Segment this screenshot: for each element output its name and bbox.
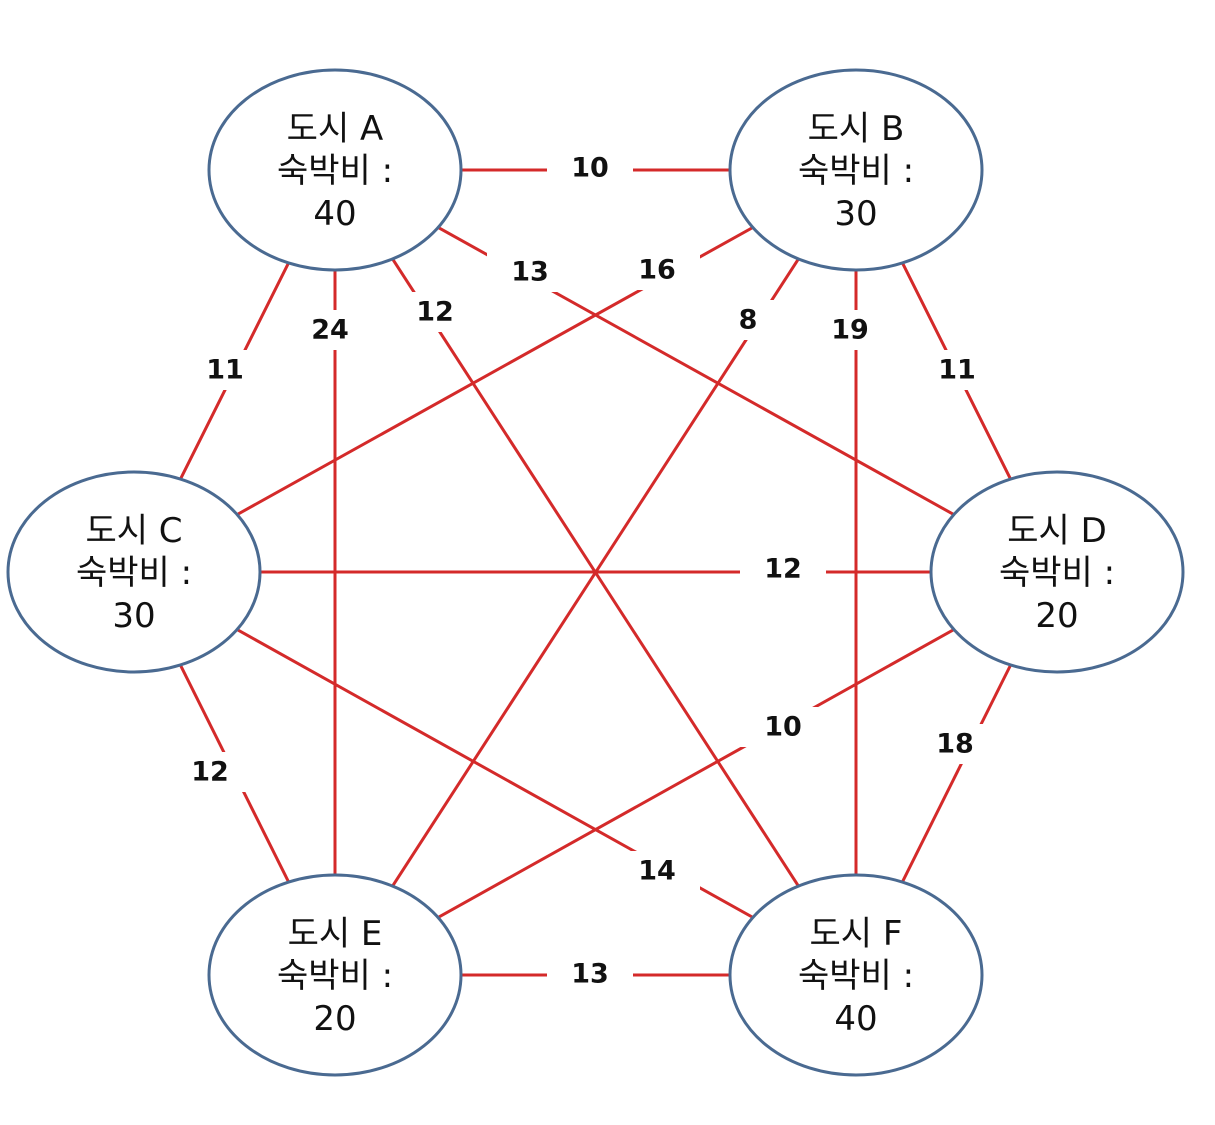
city-name: 도시 B	[808, 109, 905, 149]
city-name: 도시 C	[85, 511, 182, 551]
edge-weight-b-c: 16	[638, 255, 676, 286]
edge-label-background	[487, 252, 573, 292]
cost-value: 30	[112, 596, 155, 636]
edge-label-background	[914, 350, 1000, 390]
edge-label-background	[740, 549, 826, 589]
city-name: 도시 F	[810, 914, 903, 954]
edge-label-background	[547, 148, 633, 188]
edge-weight-d-f: 18	[936, 729, 974, 760]
edge-label-background	[740, 707, 826, 747]
cost-value: 40	[834, 999, 877, 1039]
edge-label-background	[713, 300, 783, 340]
edge-a-d	[334, 168, 1058, 574]
city-node-ellipse	[728, 873, 984, 1077]
edge-d-e	[334, 570, 1058, 977]
edge-label-background	[547, 954, 633, 994]
edge-weight-c-d: 12	[764, 554, 802, 585]
edge-weight-a-c: 11	[206, 355, 244, 386]
edge-weight-e-f: 13	[571, 959, 609, 990]
edge-weight-a-e: 24	[311, 315, 349, 346]
cost-label: 숙박비 :	[999, 553, 1115, 593]
cost-label: 숙박비 :	[798, 151, 914, 191]
edge-weight-d-e: 10	[764, 712, 802, 743]
edge-weight-a-b: 10	[571, 153, 609, 184]
cost-label: 숙박비 :	[277, 151, 393, 191]
edge-label-background	[182, 350, 268, 390]
city-node-ellipse	[207, 68, 463, 272]
cost-label: 숙박비 :	[277, 956, 393, 996]
cost-value: 20	[313, 999, 356, 1039]
edge-label-background	[392, 292, 478, 332]
edge-label-background	[167, 752, 253, 792]
edge-b-c	[133, 168, 857, 574]
edge-weight-c-f: 14	[638, 856, 676, 887]
city-node-ellipse	[6, 470, 262, 674]
cost-value: 30	[834, 194, 877, 234]
cost-value: 40	[313, 194, 356, 234]
city-node-ellipse	[929, 470, 1185, 674]
edge-weight-a-d: 13	[511, 257, 549, 288]
edges-layer	[132, 168, 1059, 977]
cost-label: 숙박비 :	[798, 956, 914, 996]
city-node-ellipse	[728, 68, 984, 272]
edge-weight-b-e: 8	[739, 305, 758, 336]
city-name: 도시 A	[287, 109, 384, 149]
cost-label: 숙박비 :	[76, 553, 192, 593]
cost-value: 20	[1035, 596, 1078, 636]
edge-label-background	[614, 250, 700, 290]
edge-labels-layer: 10 11 13 24 12 16 11 8 19 12 12 14 10 18 13	[167, 148, 1000, 994]
edge-weight-b-d: 11	[938, 355, 976, 386]
edge-c-f	[133, 570, 857, 977]
city-name: 도시 E	[288, 914, 383, 954]
edge-label-background	[807, 310, 893, 350]
edge-label-background	[912, 724, 998, 764]
city-node-ellipse	[207, 873, 463, 1077]
city-name: 도시 D	[1007, 511, 1107, 551]
edge-label-background	[614, 851, 700, 891]
edge-weight-c-e: 12	[191, 757, 229, 788]
edge-weight-b-f: 19	[831, 315, 869, 346]
edge-weight-a-f: 12	[416, 297, 454, 328]
edge-label-background	[287, 310, 373, 350]
